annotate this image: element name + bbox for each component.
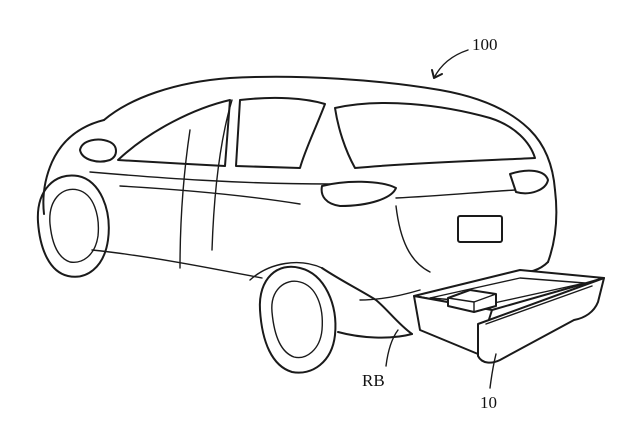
side-windows	[117, 96, 326, 269]
side-mirror	[79, 138, 117, 163]
car-body	[42, 75, 558, 279]
leader-lines	[385, 49, 497, 389]
label-vehicle: 100	[472, 35, 498, 54]
arrow-icon	[431, 69, 443, 79]
rear-hatch	[395, 189, 516, 273]
license-plate	[457, 215, 503, 243]
rear-window	[334, 102, 536, 169]
rear-wheel	[249, 262, 337, 374]
front-wheel	[36, 174, 110, 278]
rear-bumper	[321, 267, 421, 339]
drawer	[413, 269, 605, 364]
label-drawer: 10	[480, 393, 497, 412]
label-rear-bumper: RB	[362, 371, 385, 390]
tail-lights	[320, 169, 549, 207]
